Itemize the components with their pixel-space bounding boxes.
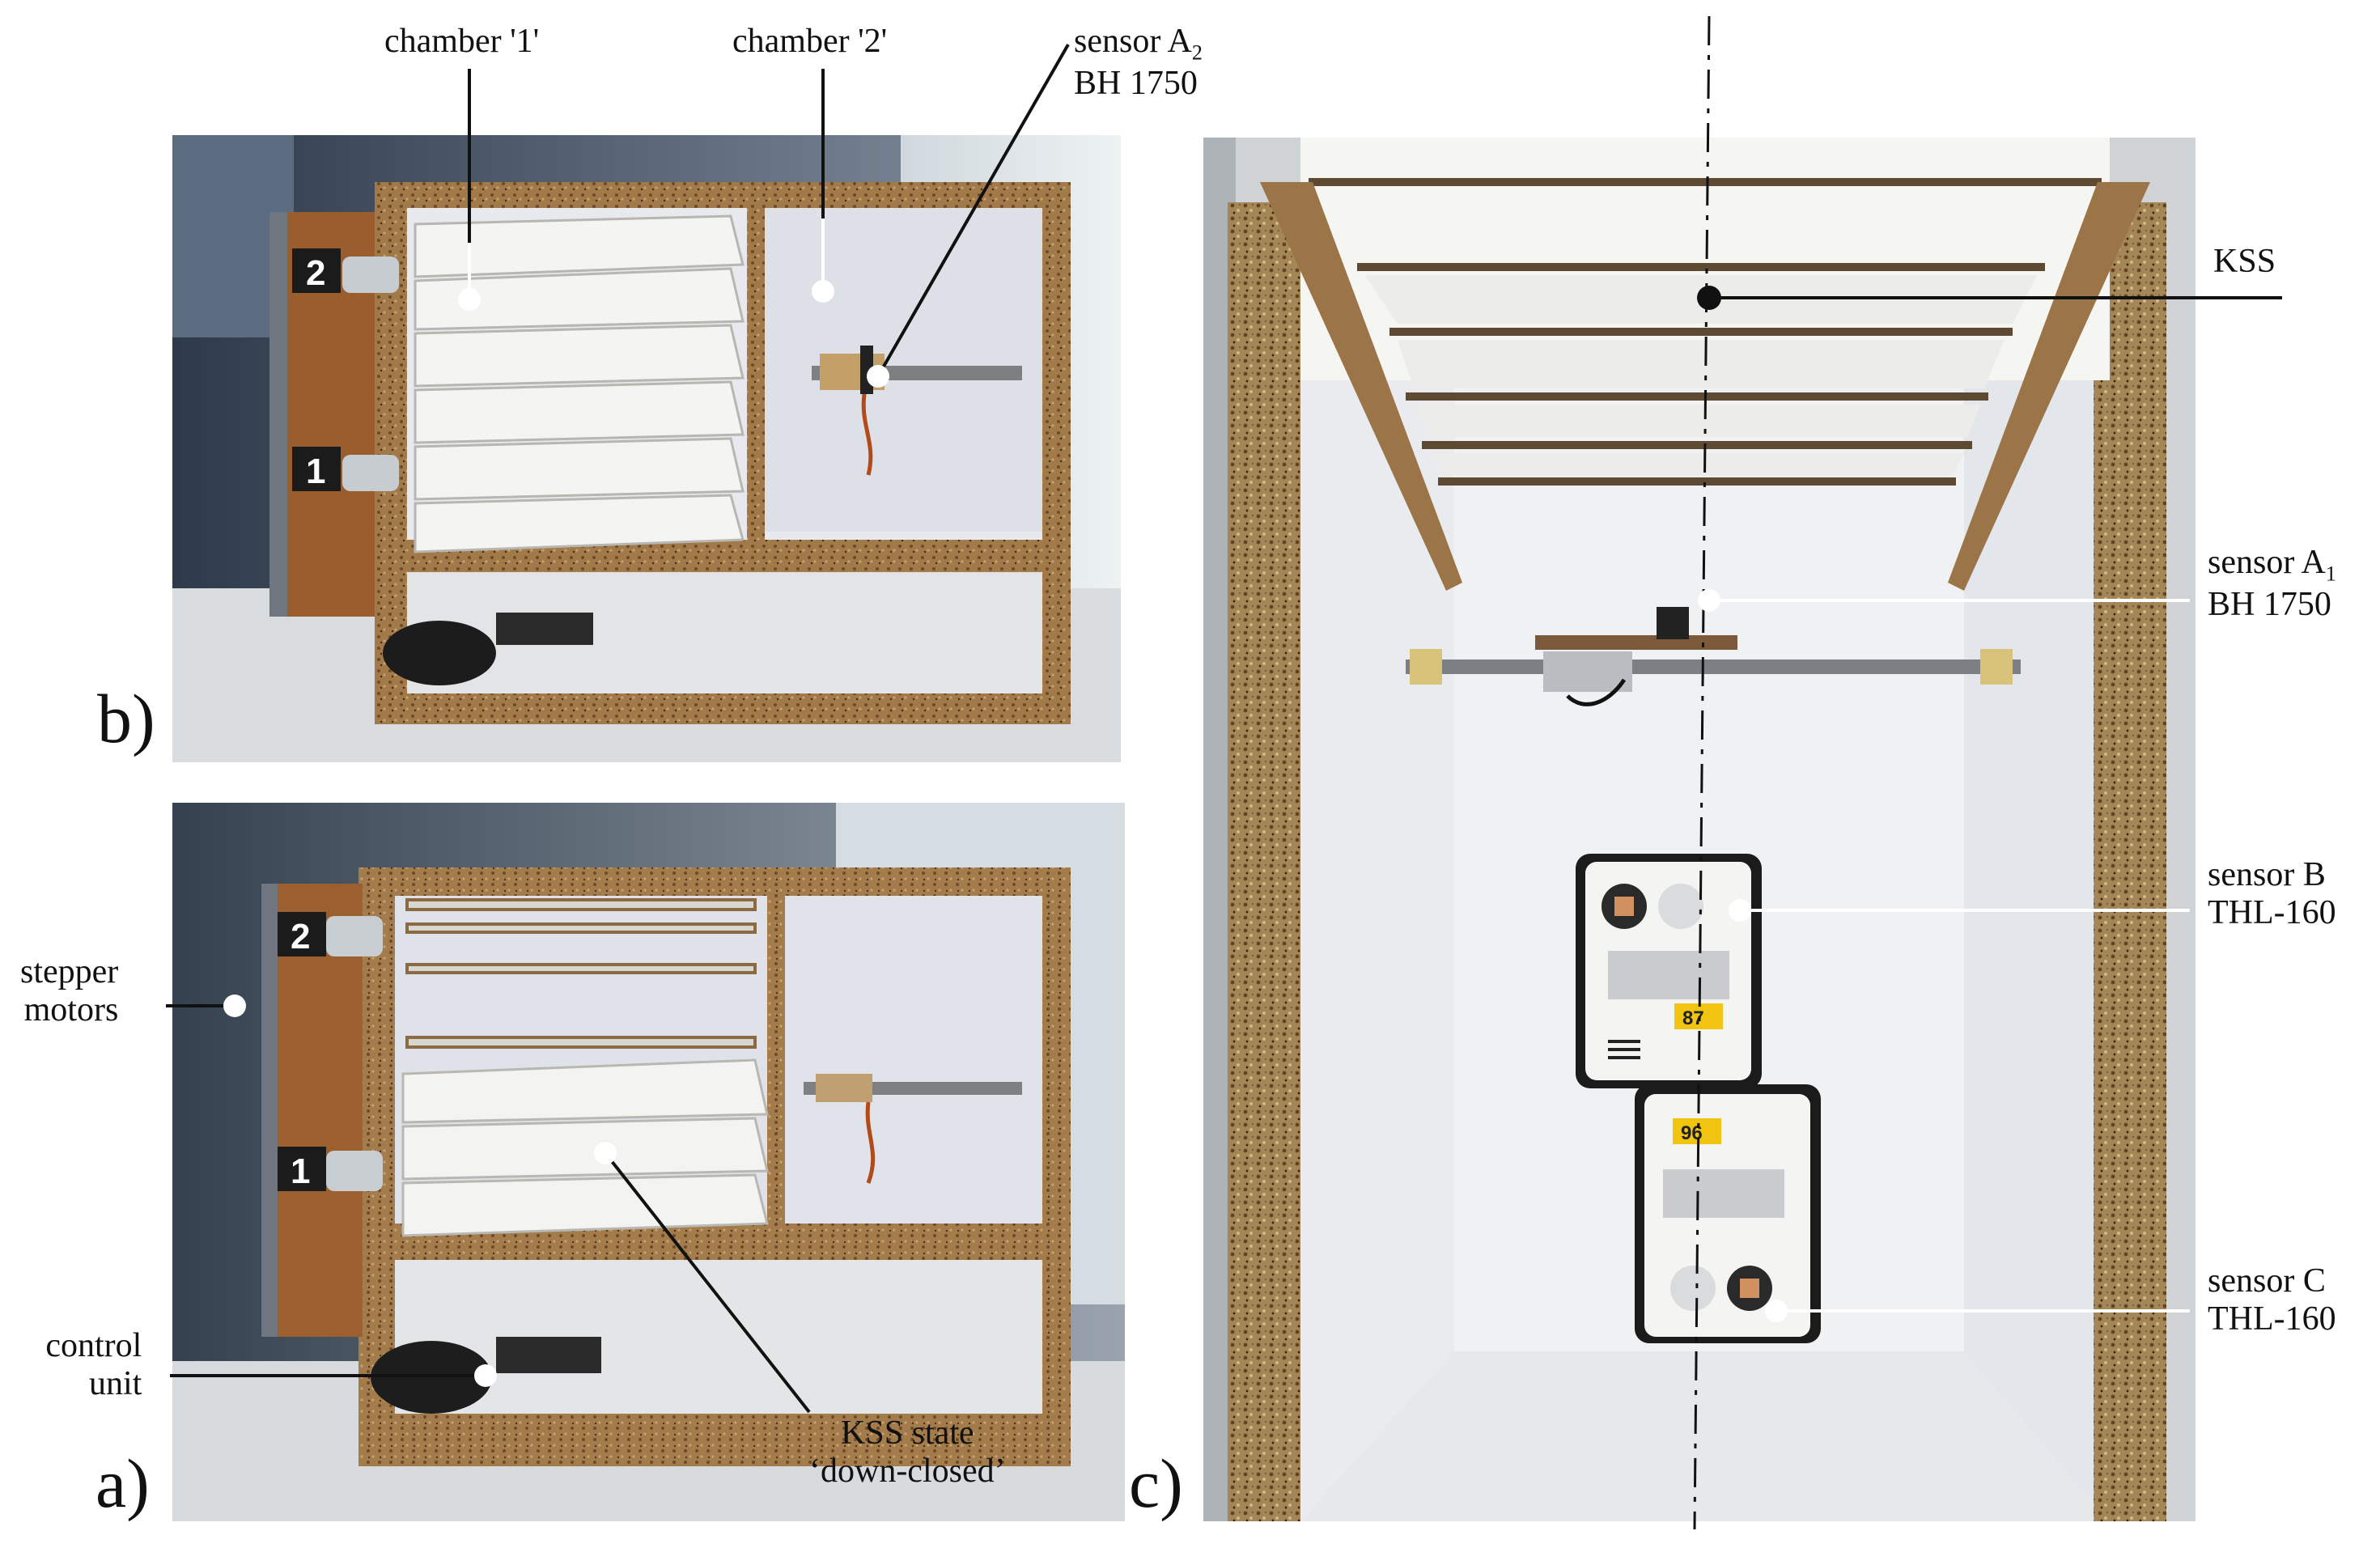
label-sensor-a2-sub: 2 [1191, 40, 1203, 65]
marker-sensor-c [1765, 1300, 1788, 1322]
label-stepper-motors: stepper motors [20, 953, 118, 1029]
marker-sensor-a2 [867, 365, 889, 388]
label-sensor-c: sensor C THL-160 [2208, 1262, 2336, 1338]
label-stepper-line2: motors [23, 991, 119, 1029]
label-kss: KSS [2213, 243, 2276, 280]
panel-label-c: c) [1129, 1444, 1183, 1522]
panel-label-a: a) [95, 1444, 150, 1522]
marker-chamber-1 [458, 288, 481, 311]
marker-control [474, 1364, 497, 1387]
label-control-unit: control unit [40, 1327, 142, 1403]
label-sensor-a2: sensor A2 BH 1750 [1074, 23, 1203, 103]
label-sensor-a1: sensor A1 BH 1750 [2208, 544, 2336, 624]
label-kss-state: KSS state ‘down-closed’ [809, 1414, 1006, 1491]
photo-c-drawing: 87 96 [1203, 138, 2195, 1521]
photo-c: 87 96 [1203, 138, 2195, 1521]
label-chamber-2: chamber '2' [732, 23, 888, 60]
label-sensor-a1-model: BH 1750 [2208, 585, 2331, 623]
motor-2-label-a: 2 [291, 917, 310, 956]
label-sensor-c-model: THL-160 [2208, 1300, 2336, 1338]
label-sensor-a1-text: sensor A [2208, 544, 2326, 581]
photo-b: 2 1 [172, 135, 1121, 762]
marker-stepper [223, 995, 246, 1017]
label-control-line2: unit [89, 1365, 142, 1403]
label-chamber-1: chamber '1' [384, 23, 540, 60]
marker-chamber-2 [812, 280, 834, 303]
marker-sensor-b [1729, 899, 1751, 922]
leader-sensor-a2 [876, 44, 1070, 377]
label-stepper-line1: stepper [20, 953, 119, 990]
label-kss-state-line1: KSS state [841, 1414, 974, 1452]
center-axis [1693, 15, 1711, 1530]
photo-b-drawing: 2 1 [172, 135, 1121, 762]
marker-kss [1697, 286, 1721, 310]
motor-2-label: 2 [306, 253, 325, 293]
label-sensor-b-text: sensor B [2208, 856, 2326, 893]
leader-kss-state [604, 1151, 811, 1414]
label-sensor-c-text: sensor C [2208, 1262, 2326, 1300]
motor-1-label: 1 [306, 452, 325, 491]
label-sensor-a2-model: BH 1750 [1074, 64, 1198, 102]
label-sensor-a2-text: sensor A [1074, 23, 1192, 60]
marker-sensor-a1 [1698, 589, 1720, 612]
label-control-line1: control [45, 1327, 142, 1364]
motor-1-label-a: 1 [291, 1151, 310, 1191]
marker-kss-state [594, 1142, 617, 1164]
label-sensor-b: sensor B THL-160 [2208, 856, 2336, 932]
photo-a: 2 1 [172, 803, 1125, 1521]
label-sensor-a1-sub: 1 [2325, 562, 2336, 586]
panel-label-b: b) [97, 680, 155, 757]
label-sensor-b-model: THL-160 [2208, 894, 2336, 932]
label-kss-state-line2: ‘down-closed’ [809, 1453, 1006, 1491]
photo-a-drawing: 2 1 [172, 803, 1125, 1521]
